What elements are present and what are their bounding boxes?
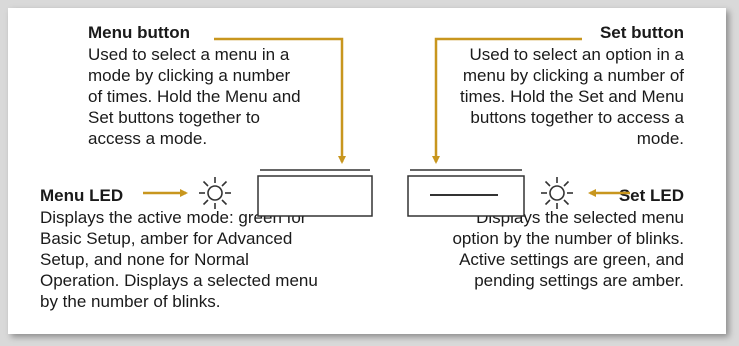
menu-led-description: Displays the active mode: green for Basi…	[40, 208, 318, 311]
menu-led-sun-icon	[199, 177, 231, 209]
set-led-title: Set LED	[618, 186, 684, 205]
menu-button-title: Menu button	[88, 23, 190, 42]
set-button-title: Set button	[599, 23, 684, 42]
set-button-shape	[407, 169, 525, 217]
set-led-description: Displays the selected menu option by the…	[452, 208, 684, 290]
set-button-callout-line	[432, 37, 582, 164]
set-button-description: Used to select an option in a menu by cl…	[460, 45, 684, 148]
menu-led-title: Menu LED	[40, 186, 124, 205]
menu-button-callout-line	[214, 37, 346, 164]
menu-button-description: Used to select a menu in a mode by click…	[88, 45, 301, 148]
set-led-sun-icon	[541, 177, 573, 209]
menu-button-shape	[257, 169, 373, 217]
diagram-panel	[8, 8, 726, 334]
